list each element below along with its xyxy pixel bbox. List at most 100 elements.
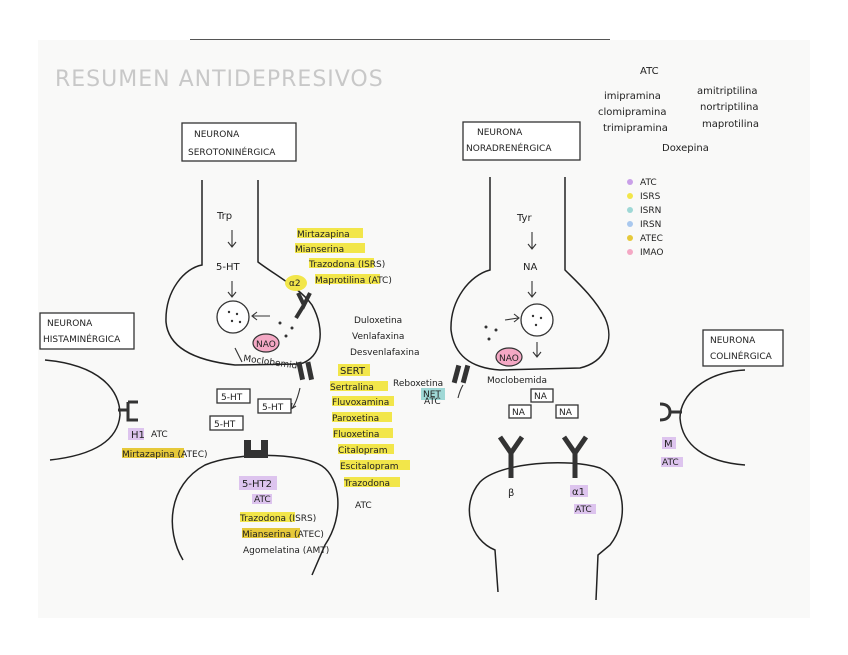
legend-label: ATEC [640,234,663,244]
arrow-icon [457,384,464,399]
noradrenergic-terminal-outline [450,177,610,371]
5ht2-atc-label: ATC [254,495,271,505]
drug-label: Venlafaxina [352,332,404,342]
drug-label: Fluvoxamina [332,398,389,408]
alpha1-atc-label: ATC [575,505,592,515]
drug-label: ATC [424,397,441,407]
arrow-icon [251,311,270,321]
drug-label: Mianserina [295,245,344,255]
drug-label: Paroxetina [332,414,379,424]
muscarinic-label: M [664,439,673,450]
h1-receptor-icon [118,400,138,422]
alpha1-receptor-icon [561,435,589,478]
cholinergic-neuron-outline [679,369,746,466]
na-label: NA [523,262,537,273]
drug-label: Reboxetina [393,379,443,389]
alpha1-label: α1 [572,487,585,498]
drug-label: Agomelatina (AMT) [243,546,329,556]
arrow-icon [504,313,520,323]
mao-label: NAO [499,354,519,364]
drug-label: Mirtazapina [297,230,350,240]
drug-label: Trazodona (ISRS) [239,514,316,524]
drug-label: Desvenlafaxina [350,348,419,358]
arrow-icon [527,281,537,298]
muscarinic-receptor-icon [659,402,682,422]
released-serotonin-box [209,415,244,431]
arrow-icon [290,387,301,411]
sert-transporter-icon [296,361,306,381]
legend-swatch [627,193,633,199]
neuron-label: NEURONA [710,336,756,346]
atc-list-item: maprotilina [702,119,759,130]
drug-label: Duloxetina [354,316,402,326]
drug-label: Trazodona (ISRS) [308,260,385,270]
legend-label: ISRN [640,206,661,216]
isrs-highlight [315,274,380,284]
top-rule [190,39,610,40]
alpha2-receptor-icon [294,292,312,320]
isrs-highlight [309,258,374,268]
h1-atc-label: ATC [151,430,168,440]
cholinergic-label-box: NEURONA COLINÉRGICA [702,329,784,367]
h1-label: H1 [131,430,145,441]
beta-receptor-icon [497,435,525,478]
net-transporter-icon [451,364,462,384]
5ht2-receptor-icon [244,440,268,458]
legend: ATC ISRS ISRN IRSN ATEC IMAO [627,178,664,258]
alpha2-label: α2 [289,279,301,289]
legend-label: IMAO [640,248,664,258]
drug-label: Fluoxetina [333,430,379,440]
drug-label: Trazodona [343,479,390,489]
released-serotonin-label: 5-HT [221,393,243,403]
atc-list-item: Doxepina [662,143,709,154]
tyr-label: Tyr [516,213,532,224]
legend-swatch [627,221,633,227]
serotonin-vesicle-icon [216,300,250,334]
isrs-highlight [297,228,363,238]
released-na-label: NA [534,392,548,402]
atc-list-item: trimipramina [603,123,668,134]
na-vesicle-icon [520,303,554,337]
neuron-label: HISTAMINÉRGICA [43,333,121,345]
released-na-label: NA [559,408,573,418]
released-serotonin-box [216,388,251,404]
atc-list-item: nortriptilina [700,102,758,113]
noradrenergic-postsynaptic-outline [468,461,623,601]
serotonergic-terminal-outline [165,180,321,366]
sert-label: SERT [340,366,366,377]
mao-enzyme-icon [252,333,280,353]
trp-label: Trp [216,211,232,222]
drug-label: Mirtazapina (ATEC) [122,450,208,460]
beta-label: β [508,488,514,499]
arrow-icon [227,281,237,298]
drug-label: Mianserina (ATEC) [242,530,324,540]
moclobemida-label: Moclobemida [243,354,304,372]
page-title: RESUMEN ANTIDEPRESIVOS [55,67,384,92]
neuron-label: NEURONA [194,130,240,140]
drug-label: Sertralina [330,383,374,393]
histaminergic-neuron-outline [44,359,121,461]
legend-swatch [627,179,633,185]
released-na-label: NA [512,408,526,418]
arrow-icon [227,230,237,248]
drug-label: Citalopram [338,446,388,456]
arrow-icon [527,232,537,250]
released-na-box [555,404,579,419]
neuron-label: NEURONA [477,128,523,138]
mao-enzyme-icon [495,347,523,367]
legend-label: IRSN [640,220,661,230]
muscarinic-atc-label: ATC [662,458,679,468]
released-na-box [530,388,554,403]
sert-transporter-icon [305,361,315,381]
neuron-label: NORADRENÉRGICA [466,142,552,154]
isrs-highlight [295,243,365,253]
neuron-label: NEURONA [47,319,93,329]
alpha2-highlight [285,275,307,291]
serotonergic-label-box: NEURONA SEROTONINÉRGICA [181,122,297,162]
legend-swatch [627,235,633,241]
neuron-label: COLINÉRGICA [710,350,773,362]
legend-label: ATC [640,178,657,188]
arrow-icon [532,342,542,358]
